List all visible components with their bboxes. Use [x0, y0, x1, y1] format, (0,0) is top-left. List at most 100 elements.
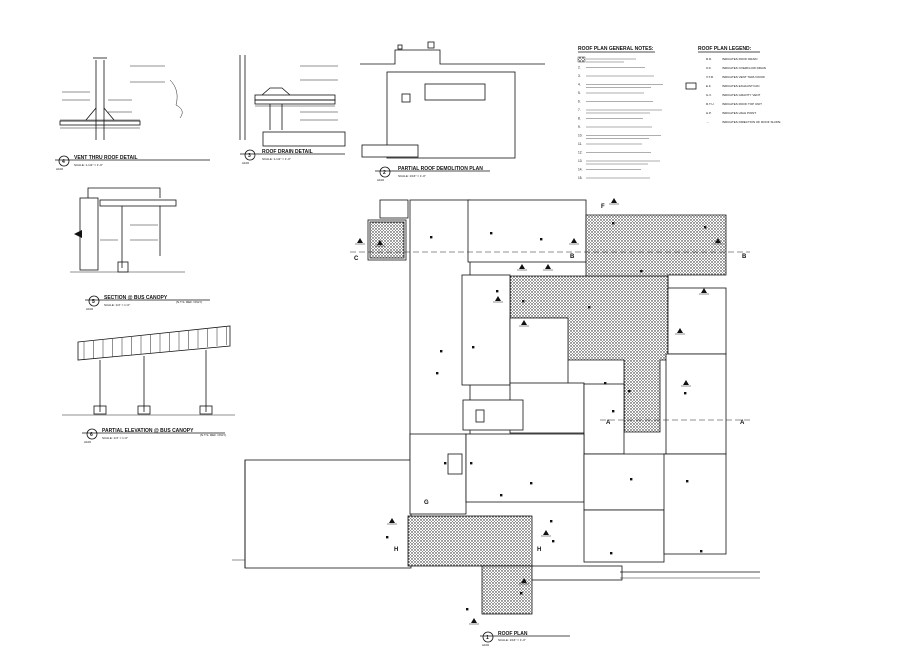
- legend-label: INDICATES ROOF TOP UNIT: [722, 102, 762, 106]
- legend-symbol: R.T.U.: [706, 102, 715, 106]
- grid-label-b-right: B: [742, 254, 747, 260]
- roof-drain-mark: [684, 392, 687, 395]
- legend-label: INDICATES EXHAUST FAN: [722, 84, 759, 88]
- section-marker-icon: [519, 264, 525, 269]
- general-notes-title: ROOF PLAN GENERAL NOTES:: [578, 46, 654, 52]
- detail-1-title: ROOF PLAN: [498, 631, 528, 637]
- detail-6-tag: [86, 428, 98, 440]
- roof-drain-mark: [630, 478, 633, 481]
- detail-6-number: 6: [90, 432, 93, 438]
- detail-3-scale: SCALE: 1-1/2" = 1'-0": [262, 157, 291, 161]
- legend-label: INDICATES GRAVITY VENT: [722, 93, 761, 97]
- general-note-number: 6.: [578, 100, 581, 104]
- roof-drain-mark: [520, 592, 523, 595]
- detail-2-scale: SCALE: 1/16" = 1'-0": [398, 174, 426, 178]
- grid-label-g: G: [424, 500, 429, 506]
- grid-label-b-left: B: [570, 254, 575, 260]
- detail-1-number: 1: [486, 635, 489, 641]
- general-note-number: 7.: [578, 108, 581, 112]
- section-marker-icon: [545, 264, 551, 269]
- section-marker-icon: [521, 578, 527, 583]
- section-marker-icon: [715, 238, 721, 243]
- detail-4-scale: SCALE: 1-1/2" = 1'-0": [74, 163, 103, 167]
- roof-drain-detail: 3 ROOF DRAIN DETAIL A100 SCALE: 1-1/2" =…: [239, 55, 346, 165]
- general-note-number: 2.: [578, 66, 581, 70]
- roof-area-hatched-bottom: [481, 565, 533, 615]
- detail-5-tag: [88, 295, 100, 307]
- general-note-number: 13.: [578, 159, 583, 163]
- legend-symbol: H.P.: [706, 111, 712, 115]
- general-note-number: 10.: [578, 134, 583, 138]
- main-roof-plan: C B B A A F G H H 1 ROOF PLAN A100 SCALE…: [232, 198, 760, 647]
- canopy-slats: [83, 327, 227, 360]
- section-marker-icon: [471, 618, 477, 623]
- section-marker-icon: [357, 238, 363, 243]
- legend-symbol: →: [706, 120, 709, 124]
- detail-6-sheet: A100: [84, 440, 91, 444]
- roof-drain-mark: [540, 238, 543, 241]
- roof-drain-mark: [704, 226, 707, 229]
- section-bus-canopy: 5 SECTION @ BUS CANOPY A100 SCALE: 1/4" …: [70, 187, 210, 311]
- plan-marks: [355, 198, 723, 625]
- detail-3-number: 3: [248, 153, 251, 159]
- section-marker-icon: [543, 530, 549, 535]
- section-marker-icon: [389, 518, 395, 523]
- general-note-number: 15.: [578, 176, 583, 180]
- vent-thru-roof-detail: 4 VENT THRU ROOF DETAIL A100 SCALE: 1-1/…: [55, 57, 210, 171]
- partial-elevation-bus-canopy: 6 PARTIAL ELEVATION @ BUS CANOPY A100 SC…: [62, 325, 235, 444]
- general-note-number: 8.: [578, 117, 581, 121]
- roof-drain-mark: [628, 390, 631, 393]
- detail-2-number: 2: [383, 170, 386, 176]
- legend-symbol: G.V.: [706, 93, 712, 97]
- section-arrow-icon: [74, 230, 82, 238]
- legend-label: INDICATES VENT THRU ROOF: [722, 75, 765, 79]
- detail-1-sheet: A100: [482, 643, 489, 647]
- legend-label: INDICATES OVERFLOW DRAIN: [722, 66, 766, 70]
- grid-label-c: C: [354, 256, 359, 262]
- roof-drain-mark: [470, 462, 473, 465]
- legend-symbol: V.T.R.: [706, 75, 714, 79]
- roof-drain-mark: [552, 540, 555, 543]
- general-notes-list: 1.2.3.4.5.6.7.8.9.10.11.12.13.14.15.: [577, 56, 663, 180]
- roof-drain-mark: [500, 494, 503, 497]
- roof-drain-mark: [386, 536, 389, 539]
- detail-2-sheet: A100: [377, 178, 384, 182]
- roof-drain-mark: [496, 290, 499, 293]
- general-note-number: 9.: [578, 125, 581, 129]
- legend-symbol: O.F.: [706, 66, 712, 70]
- general-note-number: 14.: [578, 168, 583, 172]
- roof-drain-mark: [588, 306, 591, 309]
- grid-label-f: F: [601, 204, 605, 210]
- legend-label: INDICATES ROOF DRAIN: [722, 57, 757, 61]
- detail-4-tag: [58, 155, 70, 167]
- general-note-number: 4.: [578, 83, 581, 87]
- roof-drain-mark: [444, 462, 447, 465]
- grid-label-h-right: H: [537, 547, 541, 553]
- section-marker-icon: [495, 296, 501, 301]
- detail-5-number: 5: [92, 299, 95, 305]
- general-note-hatch-swatch: [577, 56, 586, 63]
- roof-drain-mark: [700, 550, 703, 553]
- detail-3-tag: [244, 149, 256, 161]
- roof-drain-mark: [610, 552, 613, 555]
- section-marker-icon: [683, 380, 689, 385]
- roof-drain-mark: [640, 270, 643, 273]
- general-note-number: 11.: [578, 142, 582, 146]
- detail-5-scale: SCALE: 1/4" = 1'-0": [104, 303, 130, 307]
- legend-label: INDICATES HIGH POINT: [722, 111, 756, 115]
- section-marker-icon: [677, 328, 683, 333]
- roof-drain-mark: [686, 480, 689, 483]
- detail-5-title: SECTION @ BUS CANOPY: [104, 295, 168, 301]
- roof-plan-general-notes: ROOF PLAN GENERAL NOTES: 1.2.3.4.5.6.7.8…: [577, 46, 663, 180]
- roof-area-hatched: [369, 221, 405, 259]
- roof-drain-mark: [430, 236, 433, 239]
- roof-plan-legend: ROOF PLAN LEGEND: R.D.INDICATES ROOF DRA…: [685, 46, 780, 124]
- general-note-number: 3.: [578, 74, 581, 78]
- roof-drain-mark: [466, 608, 469, 611]
- section-marker-icon: [571, 238, 577, 243]
- detail-6-title: PARTIAL ELEVATION @ BUS CANOPY: [102, 428, 194, 434]
- detail-6-scale: SCALE: 1/4" = 1'-0": [102, 436, 128, 440]
- detail-3-sheet: A100: [242, 161, 249, 165]
